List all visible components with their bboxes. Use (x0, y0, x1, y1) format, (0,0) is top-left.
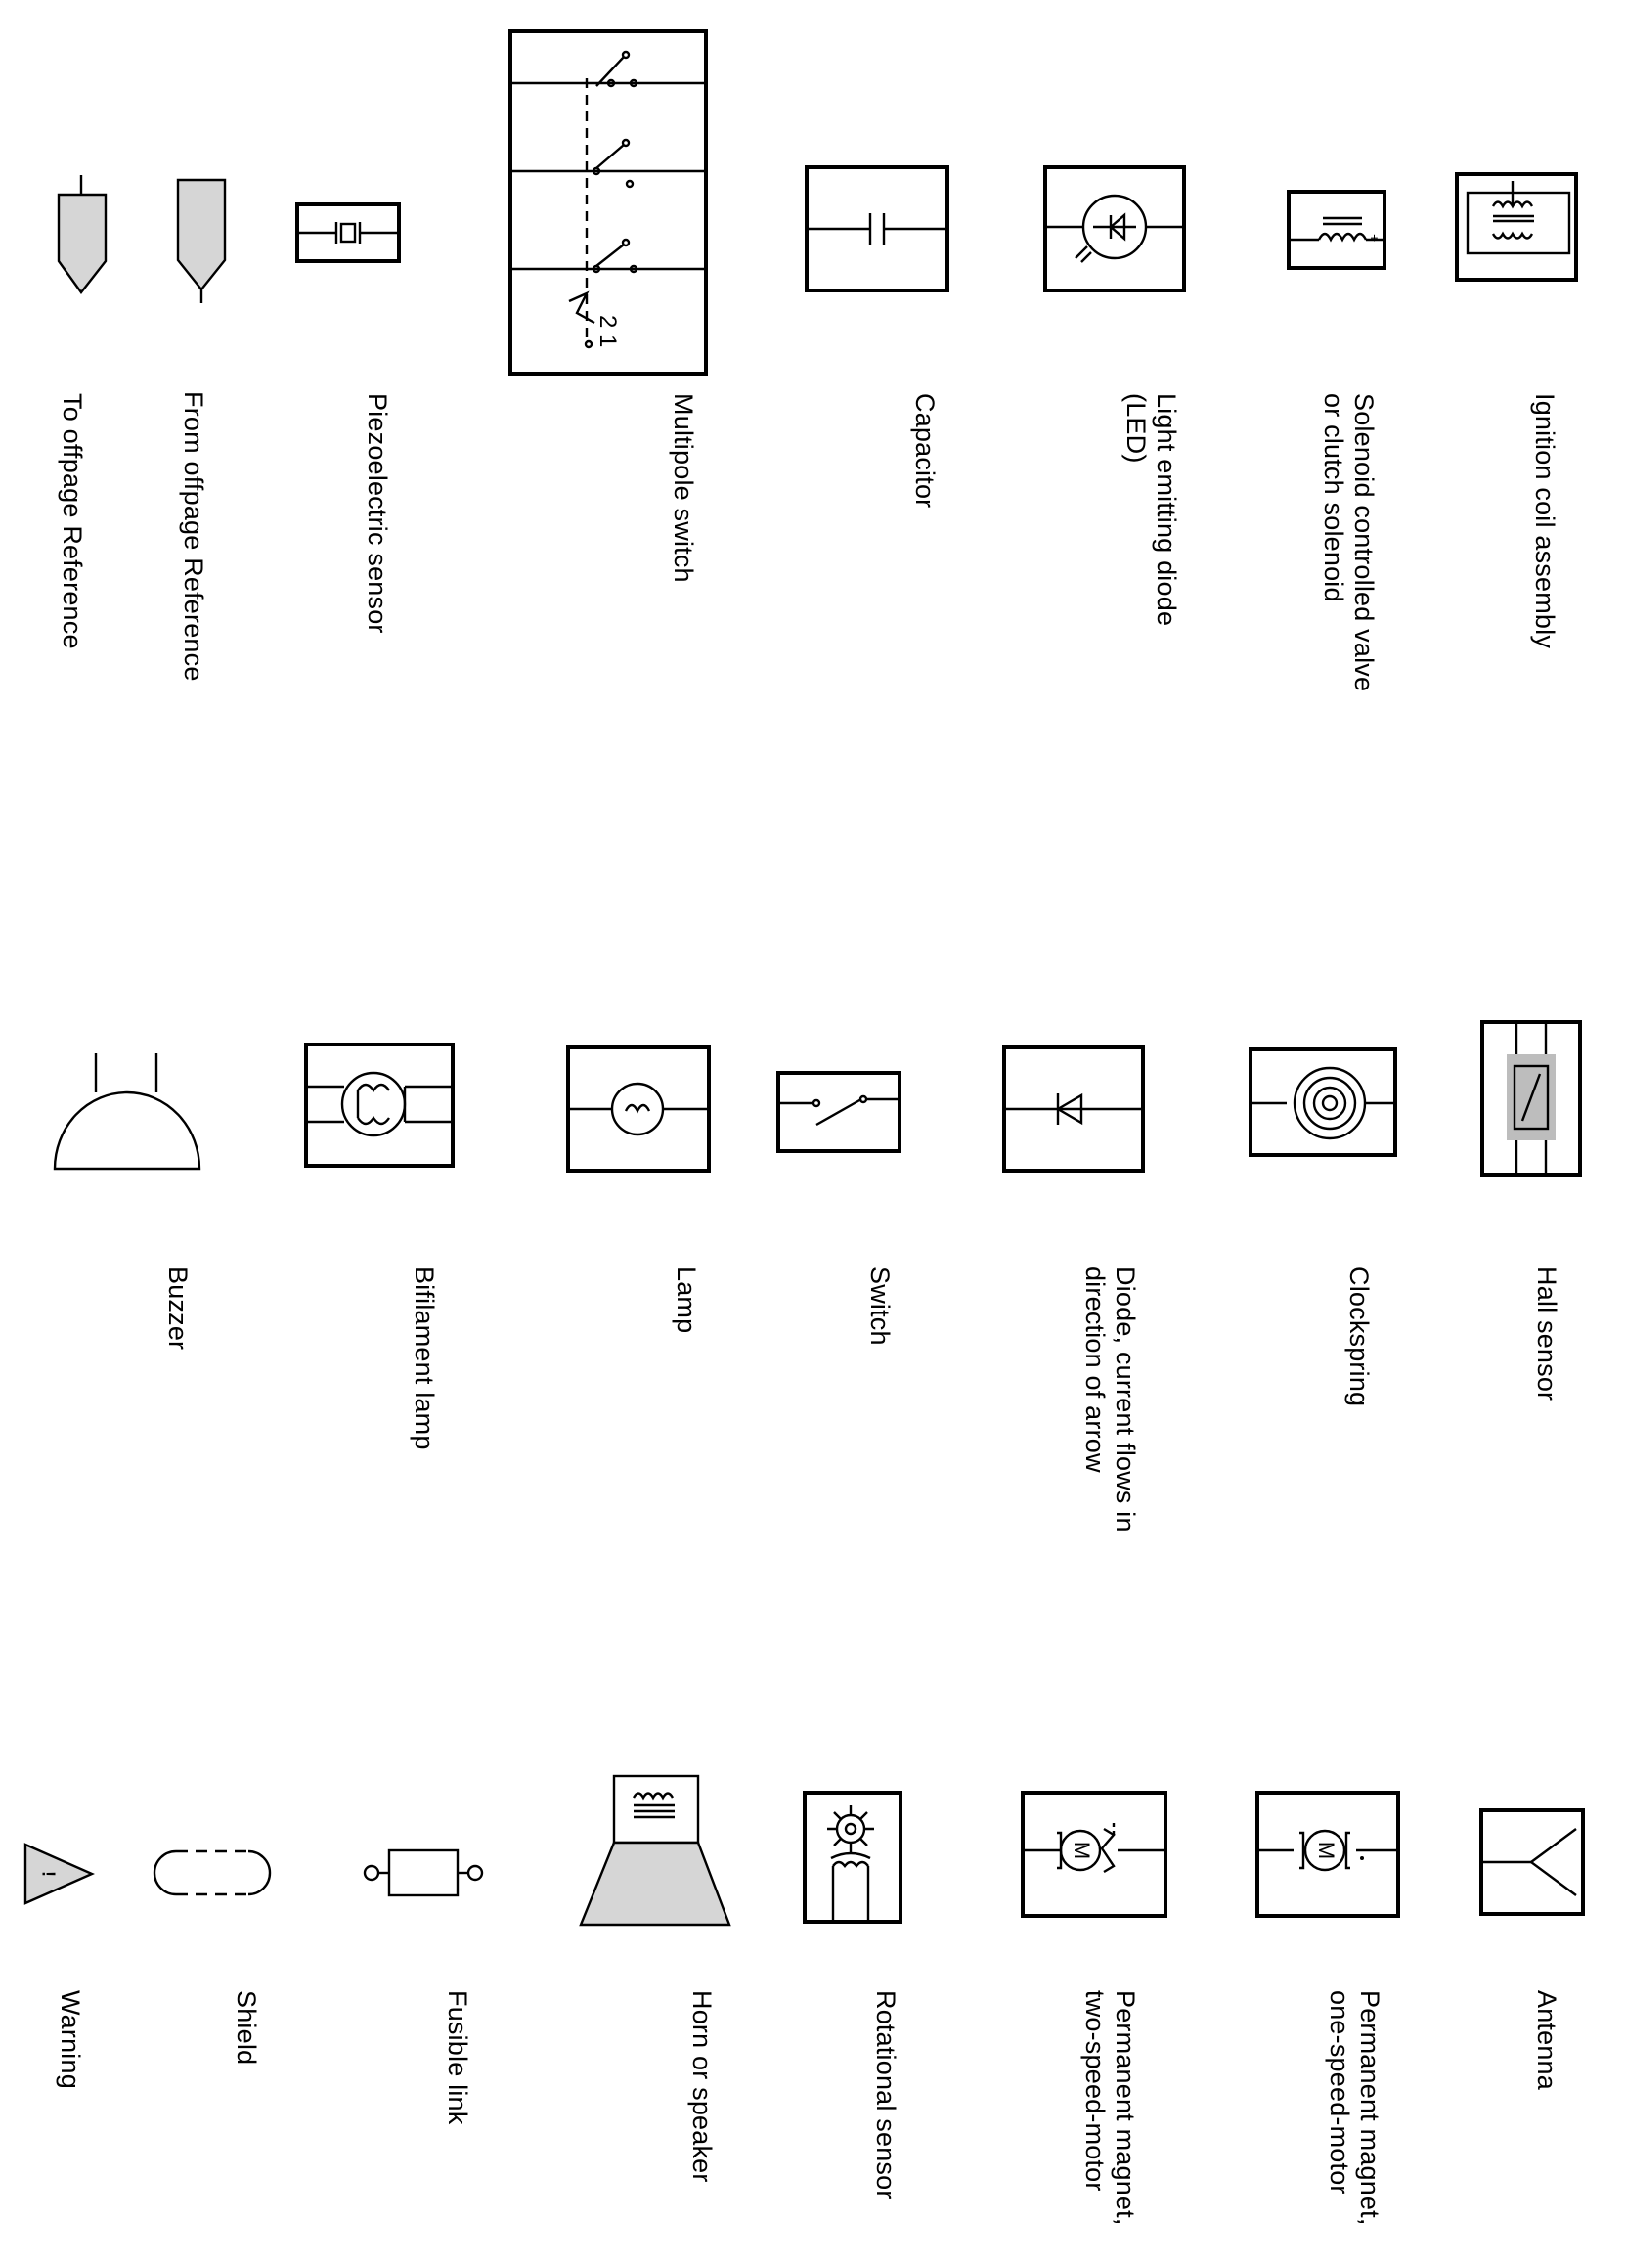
capacitor-icon (804, 164, 952, 293)
ignition-coil-label: Ignition coil assembly (1530, 393, 1559, 649)
lamp-icon (565, 1045, 712, 1174)
warning-triangle-icon: ! (22, 1841, 96, 1909)
multipole-switch-label: Multipole switch (669, 393, 698, 583)
horn-icon (577, 1772, 733, 1929)
diode-icon (1001, 1045, 1146, 1174)
polarity-text: + (1367, 234, 1383, 242)
bifilament-lamp-icon (303, 1042, 456, 1169)
offpage-reference-incoming-icon (166, 174, 244, 306)
buzzer-label: Buzzer (163, 1267, 193, 1351)
clockspring-label: Clockspring (1344, 1267, 1374, 1407)
led-icon (1042, 164, 1187, 293)
motor-one-speed-label: Permanent magnet, one-speed-motor (1325, 1990, 1384, 2226)
ignition-coil-icon (1454, 171, 1581, 285)
lamp-label: Lamp (672, 1267, 701, 1334)
hall-sensor-label: Hall sensor (1532, 1267, 1561, 1401)
clockspring-icon (1248, 1046, 1398, 1158)
rotational-sensor-icon (802, 1790, 903, 1925)
from-offpage-reference-label: From offpage Reference (179, 391, 208, 682)
solenoid-icon: + (1286, 189, 1387, 273)
diode-label: Diode, current flows in direction of arr… (1080, 1267, 1140, 1533)
horn-speaker-label: Horn or speaker (687, 1990, 717, 2183)
shield-label: Shield (232, 1990, 261, 2066)
switch-icon (775, 1070, 902, 1154)
rotational-sensor-label: Rotational sensor (871, 1990, 900, 2200)
antenna-icon (1478, 1807, 1586, 1917)
multipole-switch-icon: 2 1 (508, 29, 710, 377)
switch-positions-text: 2 1 (594, 315, 621, 347)
motor-two-speed-icon: M (1020, 1790, 1168, 1919)
warning-glyph-text: ! (38, 1871, 58, 1877)
warning-label: Warning (56, 1990, 85, 2089)
piezoelectric-sensor-label: Piezoelectric sensor (363, 393, 392, 634)
bifilament-lamp-label: Bifilament lamp (410, 1267, 439, 1450)
buzzer-icon (49, 1051, 205, 1174)
shield-icon (149, 1844, 276, 1902)
capacitor-label: Capacitor (910, 393, 940, 509)
fusible-link-icon (360, 1839, 487, 1907)
antenna-label: Antenna (1532, 1990, 1561, 2090)
motor-m-glyph-text: M (1314, 1842, 1339, 1859)
piezo-crystal-icon (293, 200, 403, 267)
led-label: Light emitting diode (LED) (1121, 393, 1181, 627)
to-offpage-reference-label: To offpage Reference (58, 393, 87, 649)
switch-label: Switch (865, 1267, 895, 1346)
fusible-link-label: Fusible link (443, 1990, 472, 2125)
hall-sensor-icon (1479, 1019, 1583, 1178)
motor-one-speed-icon: M (1254, 1790, 1401, 1919)
motor-m-glyph-text: M (1070, 1842, 1094, 1859)
motor-two-speed-label: Permanent magnet, two-speed-motor (1080, 1990, 1140, 2226)
solenoid-valve-label: Solenoid controlled valve or clutch sole… (1319, 393, 1379, 692)
offpage-reference-outgoing-icon (49, 171, 127, 303)
